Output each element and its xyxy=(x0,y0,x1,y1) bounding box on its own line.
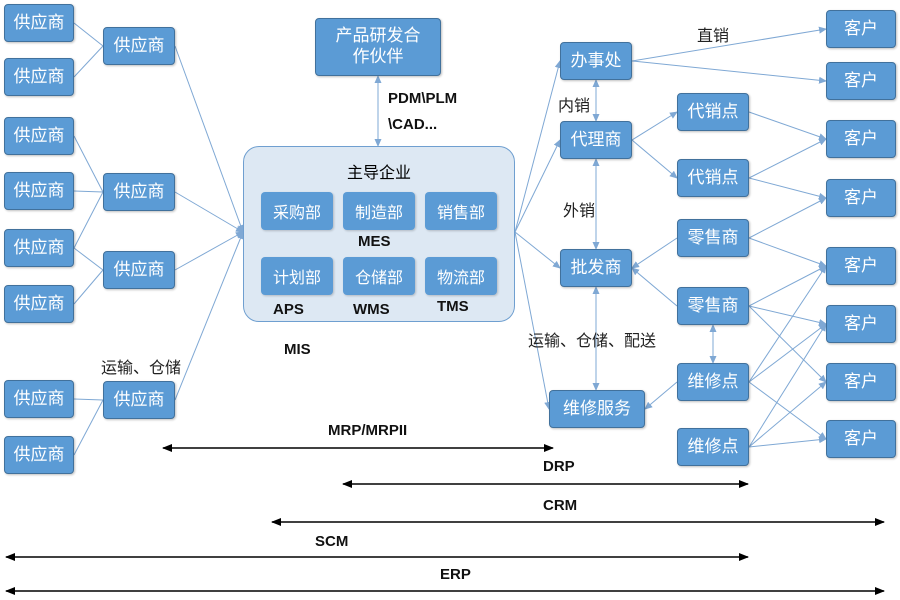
connector-line xyxy=(748,265,827,383)
tier1-supplier-node: 供应商 xyxy=(103,27,175,65)
supplier-node: 供应商 xyxy=(4,229,74,267)
connector-line xyxy=(174,231,244,401)
connector-line xyxy=(631,26,827,62)
connector-line xyxy=(631,139,678,179)
mes-label: MES xyxy=(358,233,391,250)
distribution-point-node: 代销点 xyxy=(677,93,749,131)
transport-storage-label: 运输、仓储 xyxy=(101,358,182,377)
office-node: 办事处 xyxy=(560,42,632,80)
connector-line xyxy=(73,247,104,271)
connector-line xyxy=(514,231,552,410)
tms-label: TMS xyxy=(437,298,469,315)
connector-line xyxy=(631,237,678,269)
connector-line xyxy=(644,381,678,410)
supplier-node: 供应商 xyxy=(4,117,74,155)
customer-node: 客户 xyxy=(826,363,896,401)
connector-line xyxy=(174,231,244,271)
connector-line xyxy=(748,323,827,383)
customer-node: 客户 xyxy=(826,420,896,458)
supplier-node: 供应商 xyxy=(4,172,74,210)
connector-line xyxy=(748,381,827,440)
repair-point-node: 维修点 xyxy=(677,428,749,466)
connector-line xyxy=(631,111,678,141)
internal-sales-label: 内销 xyxy=(558,96,591,115)
connector-line xyxy=(748,197,827,239)
span-label-crm: CRM xyxy=(543,497,578,514)
connector-line xyxy=(514,231,561,269)
customer-node: 客户 xyxy=(826,179,896,217)
transport-storage-delivery-label: 运输、仓储、配送 xyxy=(528,331,657,350)
connector-line xyxy=(514,139,561,233)
customer-node: 客户 xyxy=(826,120,896,158)
mis-label: MIS xyxy=(284,341,311,358)
dept-manufacturing: 制造部 xyxy=(343,192,415,230)
connector-line xyxy=(73,190,104,193)
supplier-node: 供应商 xyxy=(4,58,74,96)
lead-enterprise-title: 主导企业 xyxy=(346,163,411,182)
connector-line xyxy=(73,269,104,305)
customer-node: 客户 xyxy=(826,62,896,100)
dept-sales: 销售部 xyxy=(425,192,497,230)
connector-line xyxy=(748,265,827,307)
connector-line xyxy=(631,60,827,84)
connector-line xyxy=(748,111,827,140)
span-label-drp: DRP xyxy=(543,458,575,475)
dept-logistics: 物流部 xyxy=(425,257,497,295)
supplier-node: 供应商 xyxy=(4,4,74,42)
retailer-node: 零售商 xyxy=(677,219,749,257)
connector-line xyxy=(748,381,827,448)
connector-line xyxy=(73,191,104,249)
pdm-label-line1: PDM\PLM xyxy=(388,90,458,107)
tier1-supplier-node: 供应商 xyxy=(103,251,175,289)
connector-line xyxy=(748,138,827,179)
distribution-point-node: 代销点 xyxy=(677,159,749,197)
repair-service-node: 维修服务 xyxy=(549,390,645,428)
connector-line xyxy=(73,398,104,401)
connector-line xyxy=(514,60,562,233)
connector-line xyxy=(174,191,244,233)
connector-line xyxy=(748,305,827,326)
span-label-erp: ERP xyxy=(440,566,471,583)
aps-label: APS xyxy=(273,301,304,318)
rd-partner-node: 产品研发合作伙伴 xyxy=(315,18,441,76)
tier1-supplier-node: 供应商 xyxy=(103,381,175,419)
span-label-mrp: MRP/MRPII xyxy=(328,422,408,439)
customer-node: 客户 xyxy=(826,305,896,343)
dept-planning: 计划部 xyxy=(261,257,333,295)
dept-purchasing: 采购部 xyxy=(261,192,333,230)
direct-sales-label: 直销 xyxy=(697,26,730,45)
supplier-node: 供应商 xyxy=(4,380,74,418)
pdm-label-line2: \CAD... xyxy=(388,116,438,133)
connector-line xyxy=(73,135,104,193)
connector-line xyxy=(73,45,104,78)
retailer-node: 零售商 xyxy=(677,287,749,325)
connector-line xyxy=(748,305,827,383)
agent-node: 代理商 xyxy=(560,121,632,159)
supplier-node: 供应商 xyxy=(4,285,74,323)
external-sales-label: 外销 xyxy=(563,201,596,220)
tier1-supplier-node: 供应商 xyxy=(103,173,175,211)
lead-enterprise-box: 主导企业 采购部 制造部 销售部 MES 计划部 仓储部 物流部 xyxy=(243,146,515,322)
connector-line xyxy=(73,22,104,47)
connector-line xyxy=(174,45,244,233)
connector-line xyxy=(73,399,104,456)
supplier-node: 供应商 xyxy=(4,436,74,474)
customer-node: 客户 xyxy=(826,247,896,285)
customer-node: 客户 xyxy=(826,10,896,48)
connector-line xyxy=(748,177,827,200)
connector-line xyxy=(631,267,678,307)
wms-label: WMS xyxy=(353,301,390,318)
connector-line xyxy=(748,436,827,448)
wholesaler-node: 批发商 xyxy=(560,249,632,287)
repair-point-node: 维修点 xyxy=(677,363,749,401)
connector-line xyxy=(748,323,827,448)
dept-warehouse: 仓储部 xyxy=(343,257,415,295)
span-label-scm: SCM xyxy=(315,533,349,550)
connector-line xyxy=(748,237,827,267)
